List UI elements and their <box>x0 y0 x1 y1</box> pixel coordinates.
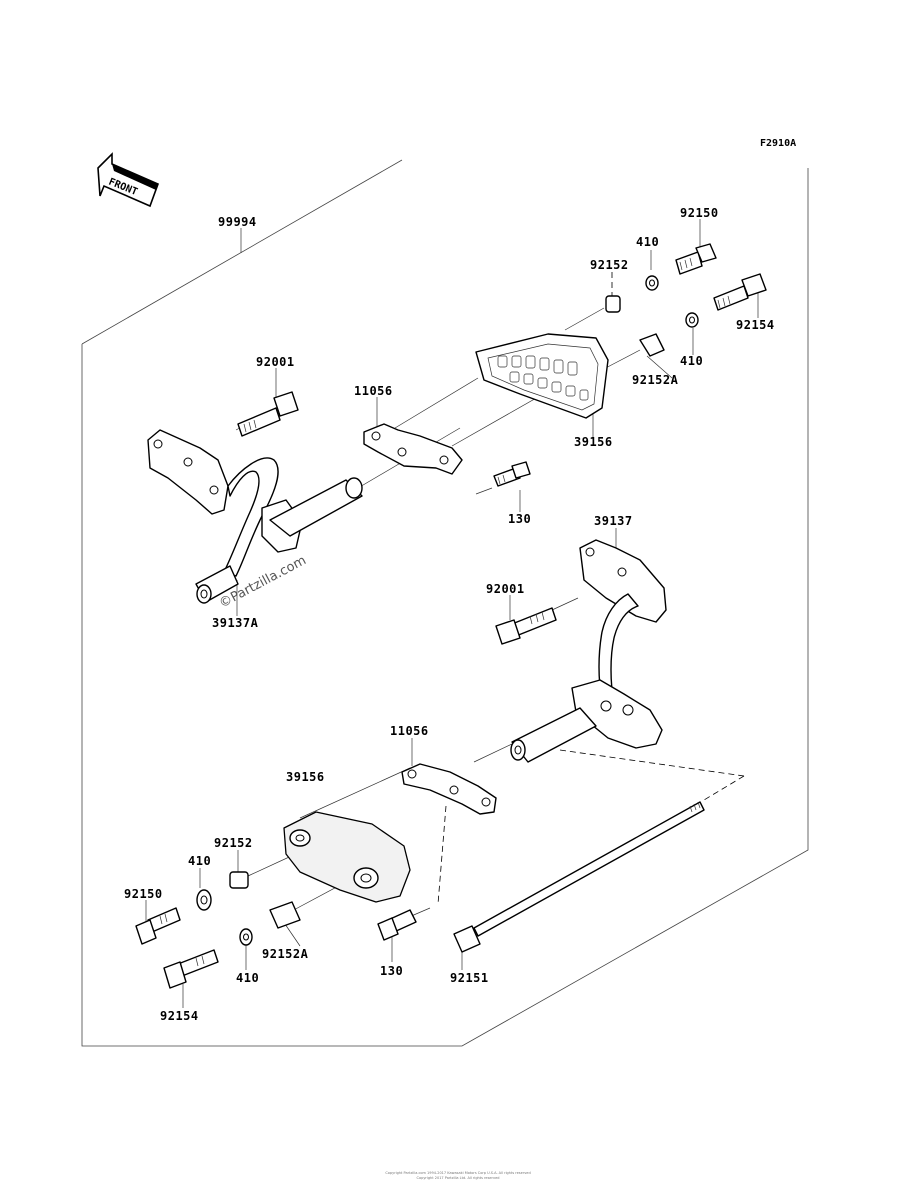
callout-labels: 99994 92150 410 92152 92154 410 92152A 9… <box>124 206 775 1023</box>
callout-39156-top: 39156 <box>574 435 613 449</box>
lower-collars-and-bolts <box>135 871 301 989</box>
through-bolt-92151 <box>453 801 705 953</box>
callout-92154-bottom: 92154 <box>160 1009 199 1023</box>
leader-lines <box>145 219 759 1008</box>
callout-410-top-a: 410 <box>636 235 659 249</box>
callout-11056-bottom: 11056 <box>390 724 429 738</box>
lower-bolt-92001 <box>495 607 557 645</box>
lower-bracket-11056 <box>401 763 497 815</box>
callout-92150-top: 92150 <box>680 206 719 220</box>
callout-99994: 99994 <box>218 215 257 229</box>
callout-410-bottom-b: 410 <box>236 971 259 985</box>
upper-collars-and-bolts <box>605 243 767 357</box>
callout-92152A-top: 92152A <box>632 373 679 387</box>
callout-92150-bottom: 92150 <box>124 887 163 901</box>
lower-slider-39156 <box>283 811 411 903</box>
callout-410-bottom-a: 410 <box>188 854 211 868</box>
upper-bracket-11056 <box>363 423 463 475</box>
callout-130-top: 130 <box>508 512 531 526</box>
upper-slider-39156 <box>475 333 609 419</box>
callout-92154-top: 92154 <box>736 318 775 332</box>
upper-screw-130 <box>493 461 531 487</box>
callout-130-bottom: 130 <box>380 964 403 978</box>
callout-92152A-bottom: 92152A <box>262 947 309 961</box>
kit-outline <box>81 159 809 1047</box>
callout-11056-top: 11056 <box>354 384 393 398</box>
callout-39156-bottom: 39156 <box>286 770 325 784</box>
callout-39137: 39137 <box>594 514 633 528</box>
callout-410-top-b: 410 <box>680 354 703 368</box>
upper-stay-39137A <box>147 429 363 604</box>
footer-line-2: Copyright 2017 Partzilla Ltd. All rights… <box>417 1176 500 1180</box>
callout-92001-right: 92001 <box>486 582 525 596</box>
lower-stay-39137 <box>510 539 667 763</box>
footer-line-1: Copyright Partzilla.com 1994-2017 Kawasa… <box>385 1171 530 1175</box>
callout-92151: 92151 <box>450 971 489 985</box>
callout-39137A: 39137A <box>212 616 259 630</box>
callout-92152-bottom: 92152 <box>214 836 253 850</box>
upper-bolt-92001 <box>237 391 299 437</box>
figure-code: F2910A <box>760 138 796 149</box>
callout-92152-top: 92152 <box>590 258 629 272</box>
front-arrow-icon: FRONT <box>97 152 160 208</box>
lower-screw-130 <box>377 909 417 941</box>
callout-92001-left: 92001 <box>256 355 295 369</box>
